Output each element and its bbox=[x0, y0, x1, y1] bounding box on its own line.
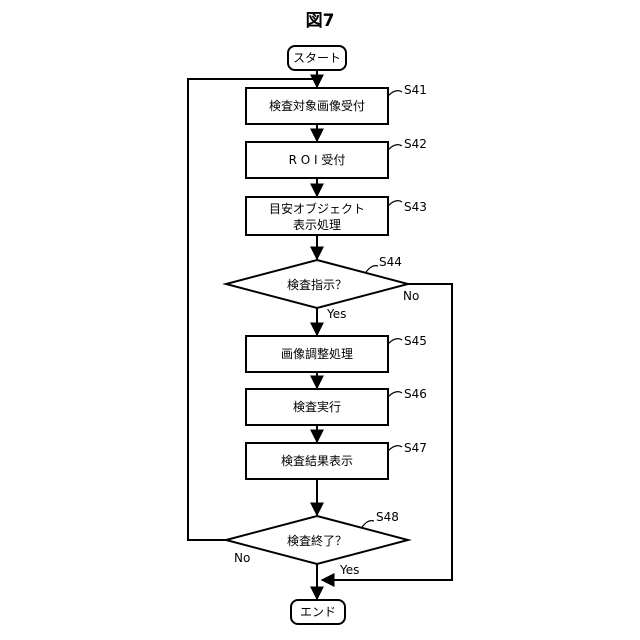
step-s47-label: 検査結果表示 bbox=[281, 454, 353, 468]
step-s47: 検査結果表示 S47 bbox=[246, 441, 427, 479]
decision-s44: 検査指示？ S44 bbox=[226, 255, 408, 308]
step-s43: 目安オブジェクト 表示処理 S43 bbox=[246, 197, 427, 235]
end-label: エンド bbox=[300, 605, 336, 619]
step-s45: 画像調整処理 S45 bbox=[246, 334, 427, 372]
leader-s48 bbox=[362, 521, 374, 527]
step-s43-label-line1: 目安オブジェクト bbox=[269, 201, 365, 216]
decision-s48: 検査終了？ S48 bbox=[226, 510, 408, 564]
start-label: スタート bbox=[293, 51, 341, 65]
step-s45-label: 画像調整処理 bbox=[281, 346, 353, 361]
step-s43-label-line2: 表示処理 bbox=[293, 218, 341, 232]
end-terminal: エンド bbox=[291, 600, 345, 624]
step-s45-id: S45 bbox=[404, 334, 427, 348]
step-s41-id: S41 bbox=[404, 83, 427, 97]
leader-s41 bbox=[388, 91, 402, 96]
leader-s43 bbox=[388, 201, 402, 206]
leader-s42 bbox=[388, 145, 402, 150]
step-s46-label: 検査実行 bbox=[293, 399, 341, 414]
decision-s44-no: No bbox=[403, 289, 419, 303]
leader-s47 bbox=[388, 446, 402, 451]
step-s41: 検査対象画像受付 S41 bbox=[246, 83, 427, 124]
step-s42: R O I 受付 S42 bbox=[246, 137, 427, 178]
decision-s44-label: 検査指示？ bbox=[287, 277, 347, 292]
step-s41-label: 検査対象画像受付 bbox=[269, 99, 365, 113]
decision-s44-yes: Yes bbox=[326, 307, 346, 321]
step-s47-id: S47 bbox=[404, 441, 427, 455]
leader-s45 bbox=[388, 339, 402, 344]
step-s42-id: S42 bbox=[404, 137, 427, 151]
decision-s44-id: S44 bbox=[379, 255, 402, 269]
step-s42-label: R O I 受付 bbox=[289, 153, 346, 167]
leader-s44 bbox=[366, 266, 378, 272]
step-s46: 検査実行 S46 bbox=[246, 387, 427, 425]
decision-s48-id: S48 bbox=[376, 510, 399, 524]
decision-s48-label: 検査終了？ bbox=[287, 533, 347, 548]
step-s46-id: S46 bbox=[404, 387, 427, 401]
start-terminal: スタート bbox=[288, 46, 346, 70]
step-s43-id: S43 bbox=[404, 200, 427, 214]
decision-s48-yes: Yes bbox=[339, 563, 359, 577]
leader-s46 bbox=[388, 392, 402, 397]
decision-s48-no: No bbox=[234, 551, 250, 565]
figure-title: 図7 bbox=[306, 11, 335, 31]
